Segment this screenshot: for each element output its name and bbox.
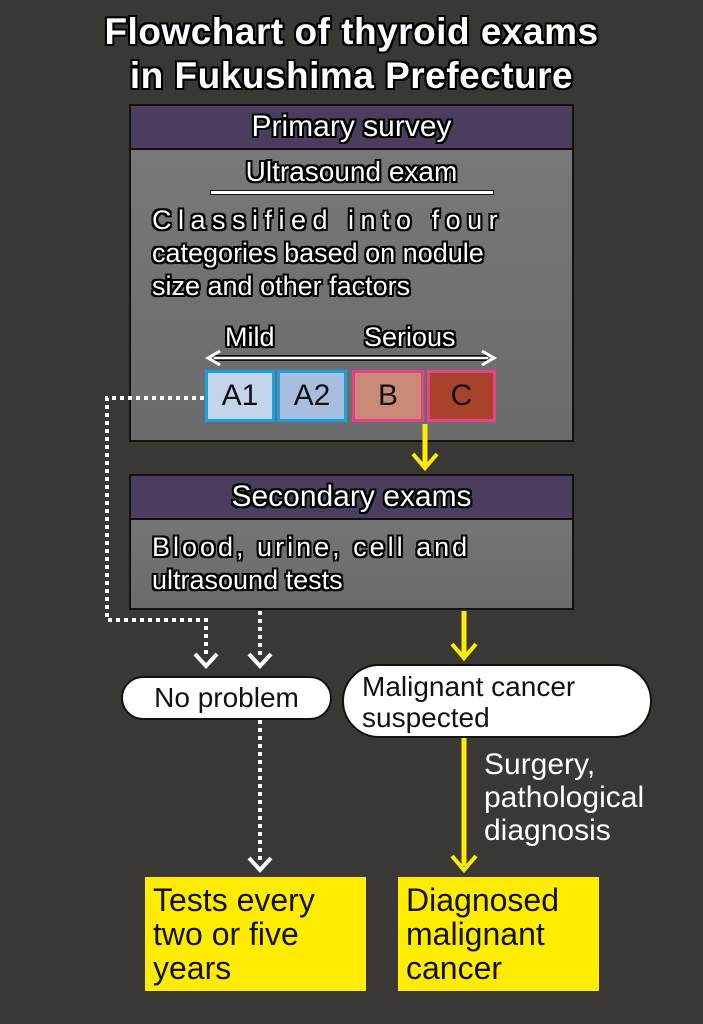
tests-line-1: Tests every	[153, 882, 315, 918]
tests-line-2: two or five	[153, 916, 299, 952]
chevron-down-icon	[247, 652, 273, 669]
diagnosed-line-1: Diagnosed	[406, 882, 559, 918]
no-problem-pill: No problem	[121, 676, 332, 720]
malignant-suspected-pill: Malignant cancer suspected	[342, 664, 652, 738]
surgery-line-2: pathological	[484, 781, 645, 814]
category-b: B	[352, 370, 424, 422]
secondary-exams-panel: Secondary exams	[129, 474, 574, 610]
secondary-exams-header: Secondary exams	[131, 476, 572, 520]
title-line-1: Flowchart of thyroid exams	[104, 11, 599, 52]
category-a1-label: A1	[221, 379, 259, 412]
no-problem-label: No problem	[154, 682, 299, 713]
diagnosed-line-2: malignant	[406, 916, 545, 952]
scale-label-serious: Serious	[364, 322, 456, 352]
title-line-2: in Fukushima Prefecture	[129, 55, 574, 96]
arrow-down-icon	[450, 854, 478, 874]
category-a1: A1	[205, 370, 275, 422]
primary-survey-header: Primary survey	[131, 106, 572, 150]
category-b-label: B	[377, 379, 398, 412]
primary-survey-panel: Primary survey	[129, 104, 574, 442]
surgery-line-3: diagnosis	[484, 814, 611, 847]
severity-scale-arrow	[205, 349, 497, 367]
diagnosed-line-3: cancer	[406, 950, 503, 986]
category-c-label: C	[450, 379, 473, 412]
page-title: Flowchart of thyroid exams in Fukushima …	[0, 10, 703, 98]
subhead-underline	[210, 190, 494, 195]
category-a2: A2	[277, 370, 347, 422]
secondary-description: Blood, urine, cell and ultrasound tests	[152, 531, 470, 597]
arrow-down-icon	[411, 452, 439, 472]
primary-desc-line-2: categories based on nodule	[152, 238, 484, 268]
category-c: C	[427, 370, 496, 422]
primary-description: Classified into four categories based on…	[152, 204, 504, 303]
suspected-line-1: Malignant cancer	[362, 671, 576, 702]
arrow-down-icon	[450, 642, 478, 662]
surgery-line-1: Surgery,	[484, 748, 596, 781]
dotted-path-a1-to-no-problem	[105, 396, 208, 658]
surgery-note: Surgery, pathological diagnosis	[484, 748, 644, 847]
tests-every-result-box: Tests every two or five years	[145, 877, 366, 991]
chevron-down-icon	[247, 856, 273, 873]
suspected-line-2: suspected	[362, 702, 490, 733]
primary-desc-line-1: Classified into four	[152, 205, 505, 235]
scale-label-mild: Mild	[225, 322, 275, 352]
ultrasound-exam-subhead: Ultrasound exam	[245, 156, 458, 187]
primary-desc-line-3: size and other factors	[152, 271, 411, 301]
secondary-desc-line-1: Blood, urine, cell and	[152, 532, 471, 562]
secondary-desc-line-2: ultrasound tests	[152, 565, 343, 595]
diagnosed-result-box: Diagnosed malignant cancer	[398, 877, 599, 991]
category-a2-label: A2	[293, 379, 331, 412]
tests-line-3: years	[153, 950, 232, 986]
chevron-down-icon	[193, 652, 219, 669]
